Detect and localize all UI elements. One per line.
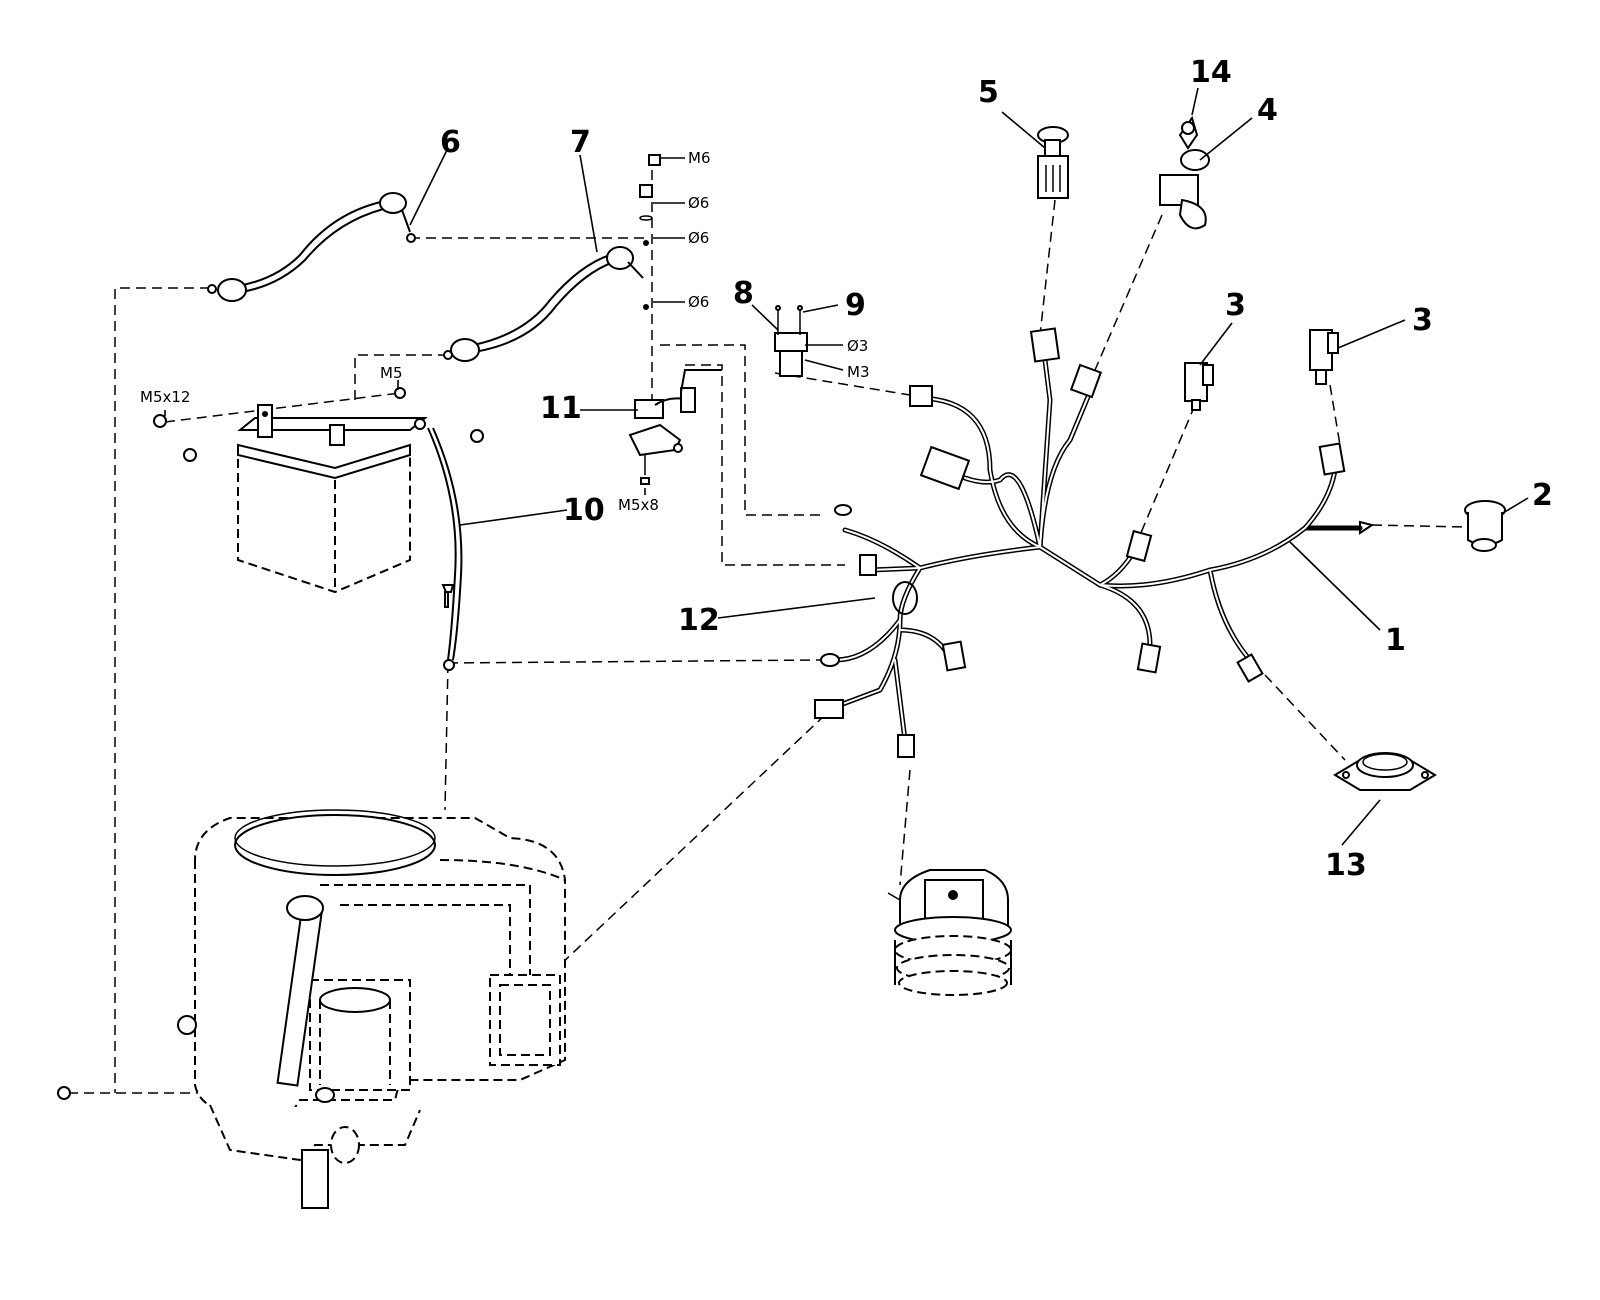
callout-1: 1 (1385, 623, 1406, 658)
label-d3: Ø3 (847, 337, 868, 355)
dashed-connection-lines (68, 170, 1466, 1094)
wiring-harness (814, 327, 1375, 758)
callout-2: 2 (1532, 478, 1553, 513)
seat-switch-13 (1333, 752, 1437, 791)
callout-14: 14 (1190, 55, 1232, 90)
callout-13: 13 (1325, 848, 1367, 883)
callout-3-left: 3 (1225, 288, 1246, 323)
engine (177, 809, 566, 1209)
switch-2 (1464, 500, 1506, 552)
switch-8 (774, 305, 808, 377)
switch-3-left (1184, 362, 1214, 411)
battery-cables (57, 154, 661, 1100)
callout-11: 11 (540, 391, 582, 426)
label-m5x8: M5x8 (618, 496, 659, 514)
switch-5 (1037, 126, 1069, 199)
solenoid (628, 369, 722, 485)
callouts: 1 2 3 3 4 5 6 7 8 9 10 11 12 13 14 (440, 55, 1553, 883)
hardware-labels: M6 Ø6 Ø6 Ø6 Ø3 M3 M5 M5x12 M5x8 (140, 149, 870, 514)
battery (237, 404, 428, 594)
label-m5x12: M5x12 (140, 388, 190, 406)
callout-4: 4 (1257, 93, 1278, 128)
ignition-switch (1159, 115, 1210, 230)
callout-7: 7 (570, 125, 591, 160)
callout-5: 5 (978, 75, 999, 110)
callout-6: 6 (440, 125, 461, 160)
label-m3: M3 (847, 363, 870, 381)
callout-12: 12 (678, 603, 720, 638)
callout-10: 10 (563, 493, 605, 528)
label-d6-washer-2: Ø6 (688, 229, 709, 247)
leader-lines (164, 87, 1529, 846)
switch-3-right (1309, 329, 1339, 385)
callout-3-right: 3 (1412, 303, 1433, 338)
pto-clutch (887, 869, 1012, 996)
callout-9: 9 (845, 288, 866, 323)
label-m6: M6 (688, 149, 711, 167)
label-d6-washer-3: Ø6 (688, 293, 709, 311)
label-d6-washer-1: Ø6 (688, 194, 709, 212)
callout-8: 8 (733, 276, 754, 311)
label-m5: M5 (380, 364, 403, 382)
